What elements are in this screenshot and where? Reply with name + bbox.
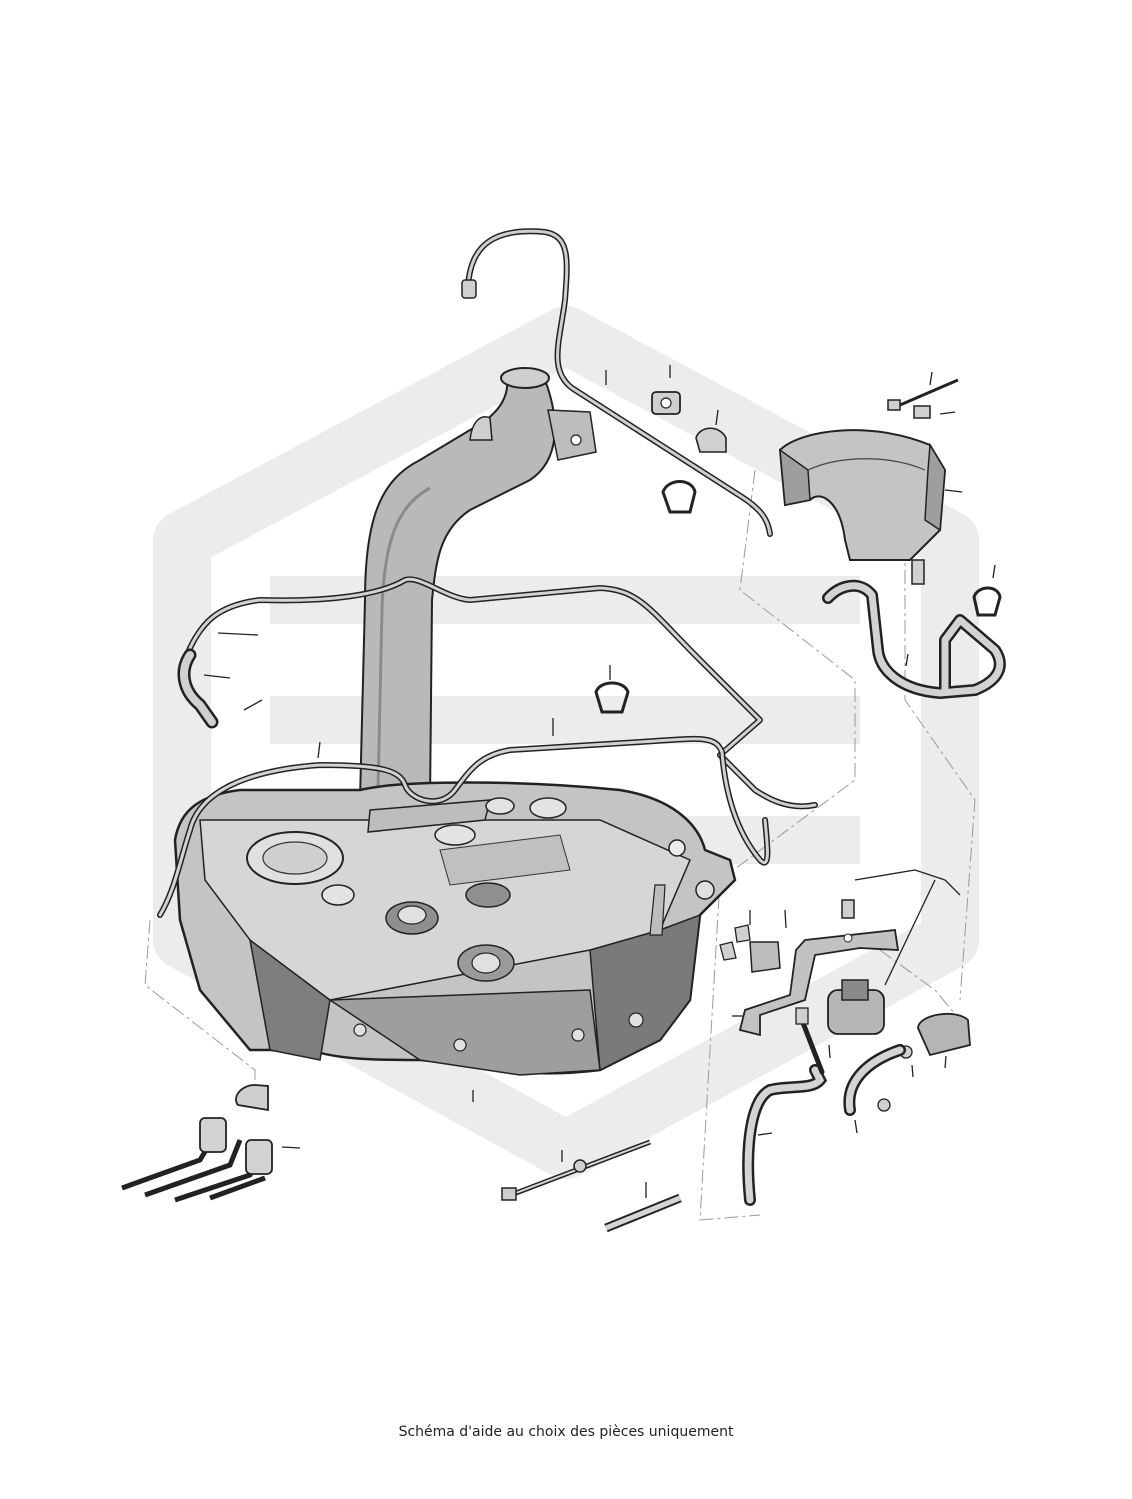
filler-neck <box>358 367 597 801</box>
vent-hose <box>822 579 1006 699</box>
purge-valve <box>827 979 971 1112</box>
breather-pipe-fill <box>466 229 772 536</box>
diagram-caption: Schéma d'aide au choix des pièces unique… <box>398 1424 734 1440</box>
assembly-guide-lines <box>144 469 976 1221</box>
fuel-tank <box>173 781 737 1076</box>
bracket-assembly <box>719 899 900 1037</box>
canister-housing <box>778 429 947 585</box>
breather-pipe-end-fitting <box>461 279 477 299</box>
pipe-clips <box>594 378 1002 714</box>
lower-hoses <box>742 1007 906 1206</box>
fuel-lines <box>157 576 818 918</box>
quick-connectors <box>121 1084 273 1203</box>
cable-ties <box>501 1139 682 1233</box>
leader-lines <box>203 365 996 1198</box>
